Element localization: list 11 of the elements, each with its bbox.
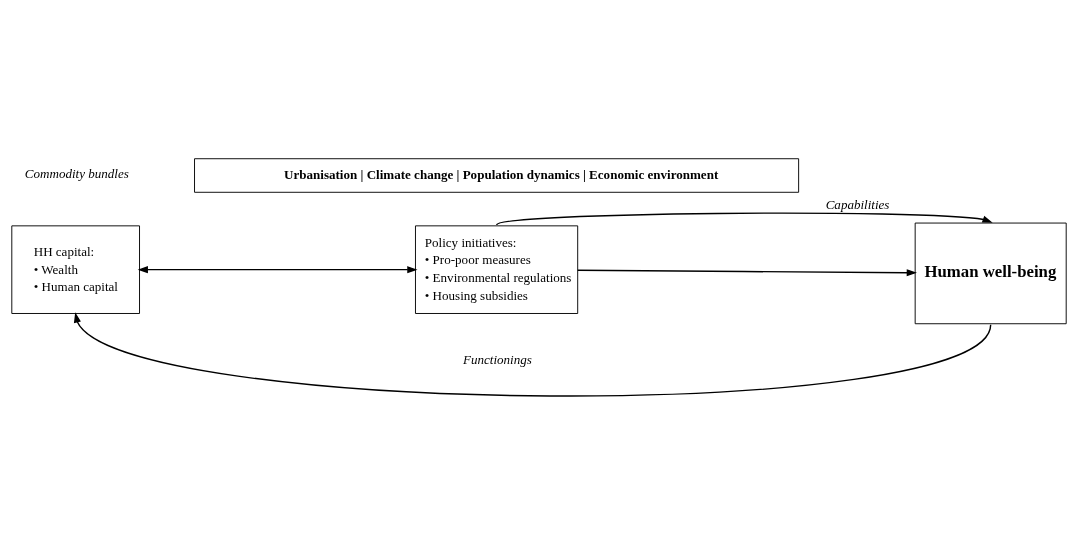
edge-label: Functionings xyxy=(463,351,532,367)
arrow xyxy=(577,268,917,276)
label: Commodity bundles xyxy=(24,165,129,181)
arrow xyxy=(73,311,992,397)
node-box: Human well-being xyxy=(914,222,1067,324)
arrow xyxy=(495,211,993,226)
edge-label: Capabilities xyxy=(825,196,890,212)
node-box: HH capital: • Wealth • Human capital xyxy=(11,224,140,314)
arrow xyxy=(137,265,418,273)
node-box: Policy initiatives: • Pro-poor measures • Environmental regulations • Housing subsidies xyxy=(415,224,579,314)
node-box: Urbanisation | Climate change | Population dynamics | Economic environment xyxy=(194,157,800,193)
